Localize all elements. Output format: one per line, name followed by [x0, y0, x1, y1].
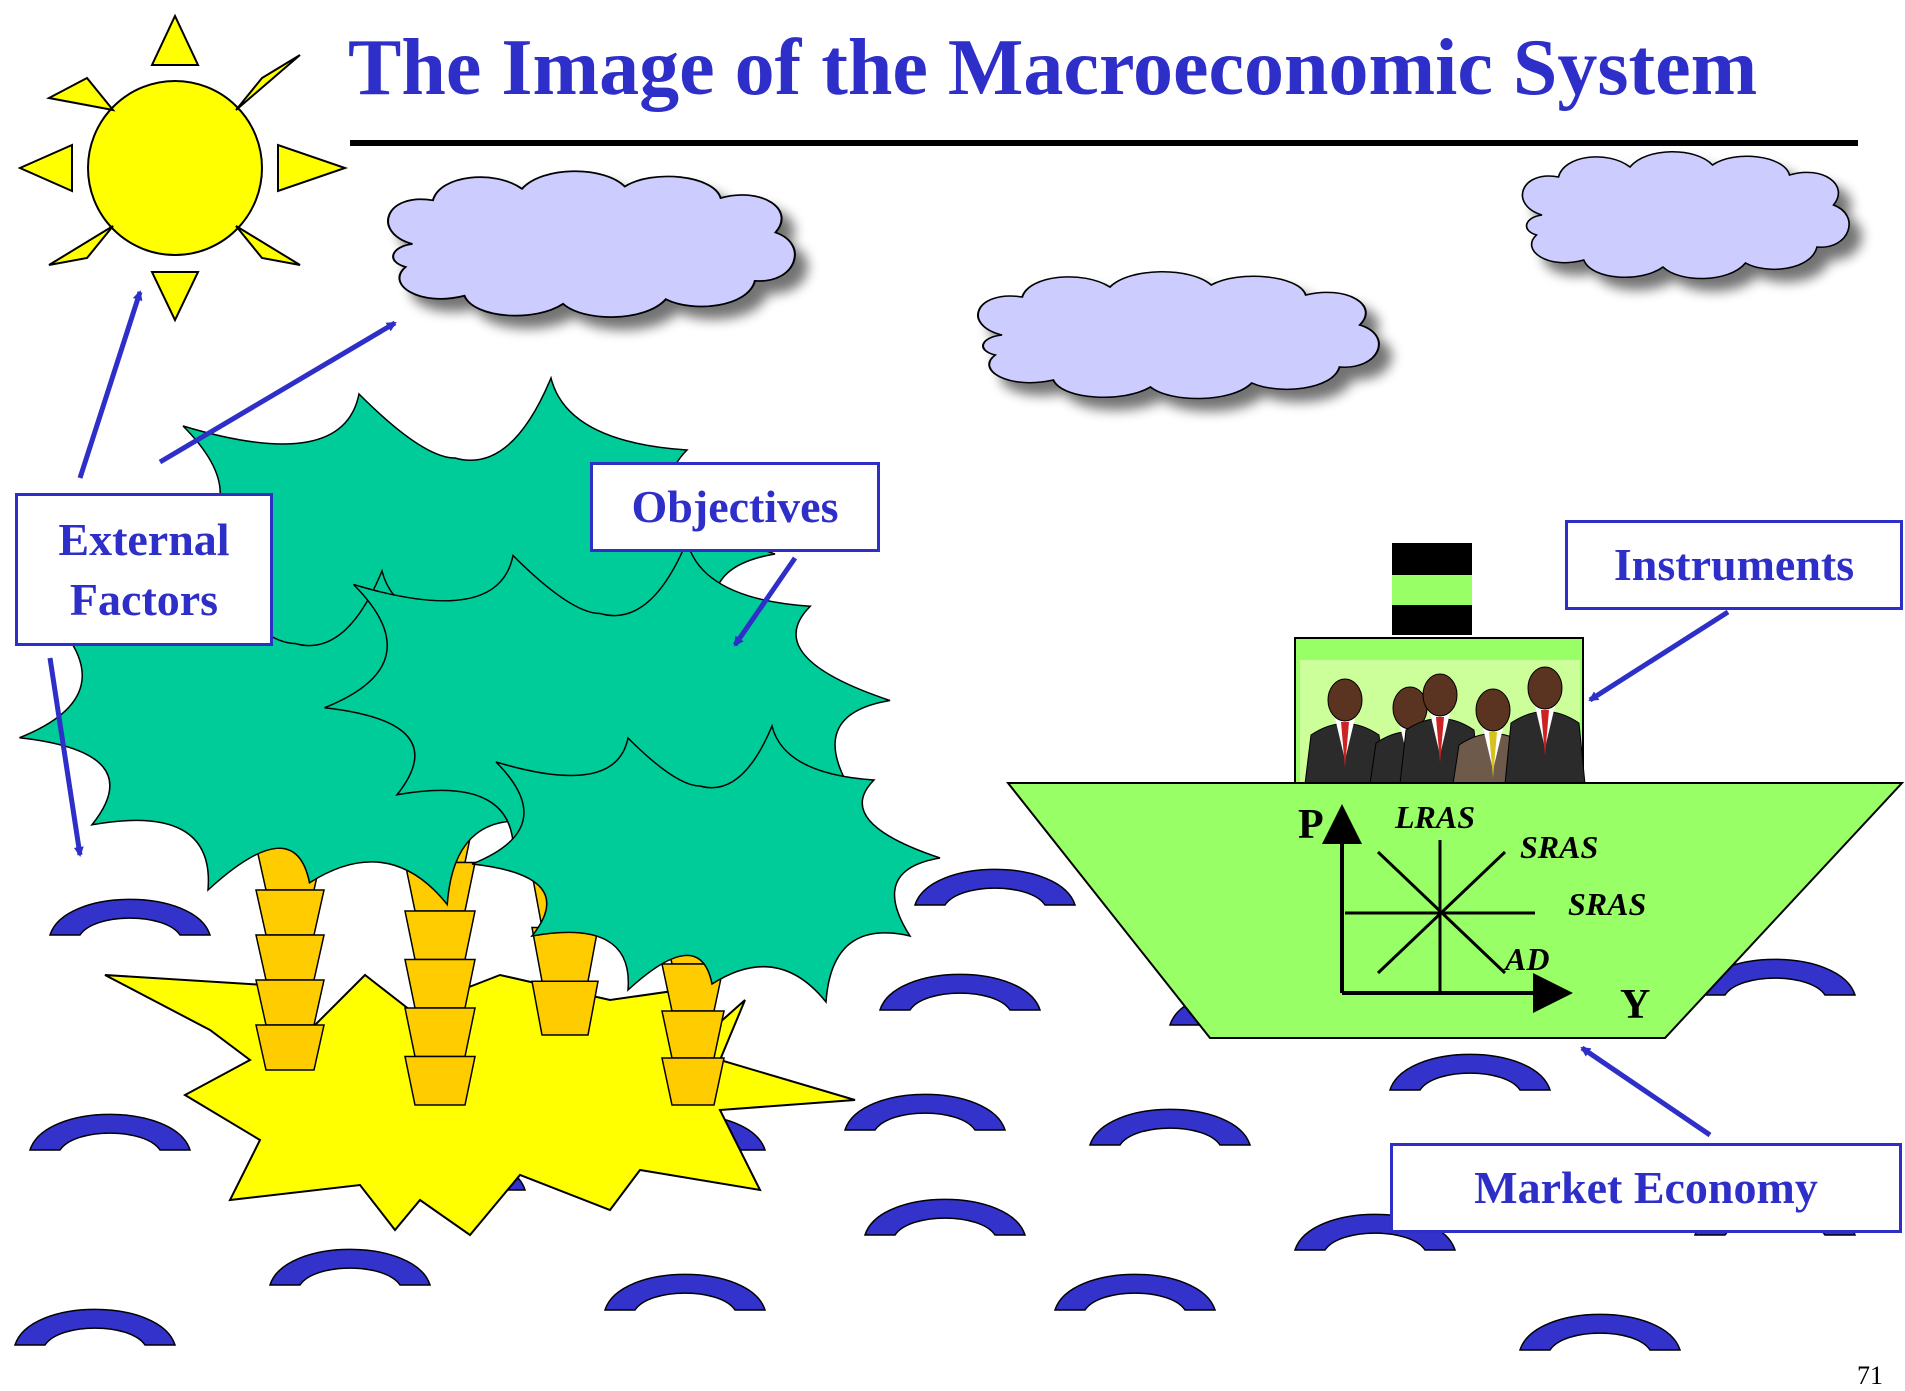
sras-label-2: SRAS: [1568, 886, 1646, 922]
cloud-icon: [387, 170, 796, 319]
person-figure: [1504, 666, 1586, 785]
wave-icon: [603, 1273, 767, 1311]
arrow-to-palms: [732, 556, 798, 647]
external-factors-line-1: External: [58, 513, 230, 565]
cloud-icon: [977, 270, 1380, 400]
wave-icon: [863, 1198, 1027, 1236]
external-factors-label: External Factors: [15, 493, 273, 646]
objectives-label: Objectives: [590, 462, 880, 552]
ad-curve: [1376, 850, 1507, 975]
cloud-icon: [1521, 150, 1850, 280]
external-factors-line-2: Factors: [69, 573, 219, 625]
wave-icon: [1053, 1273, 1217, 1311]
ship-funnel: [1392, 543, 1472, 635]
market-economy-label: Market Economy: [1390, 1143, 1902, 1233]
y-axis-label: P: [1298, 802, 1324, 848]
wave-icon: [28, 1113, 192, 1151]
slide-title: The Image of the Macroeconomic System: [348, 24, 1758, 112]
arrow-to-people: [1588, 609, 1730, 703]
lras-label: LRAS: [1394, 799, 1475, 835]
ship-hull: [1005, 782, 1905, 1039]
wave-icon: [913, 868, 1077, 906]
wave-icon: [1518, 1313, 1682, 1351]
wave-icon: [1088, 1108, 1252, 1146]
people-group-icon: [1300, 660, 1586, 785]
wave-icon: [878, 973, 1042, 1011]
arrow-to-sun: [77, 290, 143, 479]
island-icon: [104, 973, 856, 1237]
sun-icon: [17, 13, 349, 323]
person-figure: [1304, 678, 1386, 785]
wave-icon: [13, 1308, 177, 1346]
instruments-label: Instruments: [1565, 520, 1903, 610]
wave-icon: [268, 1248, 432, 1286]
ship-icon: P Y LRAS SRAS SRAS AD: [1005, 543, 1905, 1039]
connector-arrows: [47, 290, 1730, 1138]
wave-icon: [48, 898, 212, 936]
ad-label: AD: [1503, 941, 1549, 977]
as-ad-chart: P Y LRAS SRAS SRAS AD: [1298, 799, 1650, 1028]
sras-label-1: SRAS: [1520, 829, 1598, 865]
arrow-to-hull: [1580, 1045, 1712, 1138]
arrow-to-cloud: [158, 320, 397, 465]
x-axis-label: Y: [1620, 982, 1650, 1028]
wave-icon: [843, 1093, 1007, 1131]
slide-number: 71: [1857, 1361, 1883, 1390]
arrow-to-sea: [47, 657, 84, 857]
wave-icon: [1388, 1053, 1552, 1091]
palm-tree-icon: [471, 723, 941, 1004]
title-divider: [350, 140, 1858, 146]
